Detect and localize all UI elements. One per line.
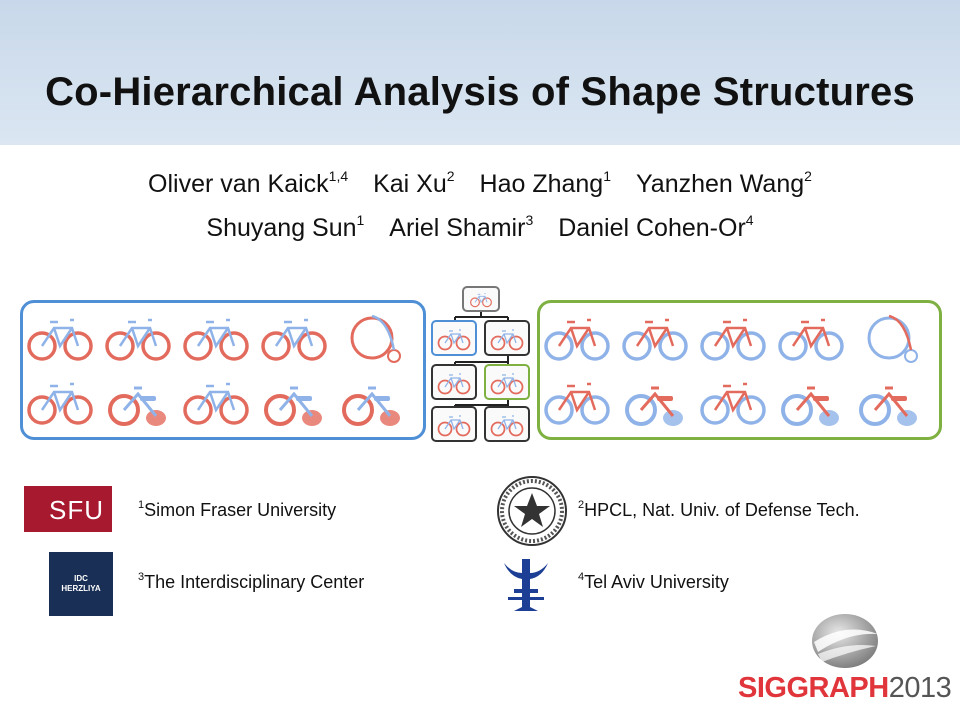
author: Hao Zhang1 <box>479 168 612 198</box>
bicycle-thumbnail <box>26 306 94 366</box>
bicycle-thumbnail <box>182 306 250 366</box>
bicycle-thumbnail <box>543 306 611 366</box>
tricycle-thumbnail <box>260 370 328 430</box>
tricycle-thumbnail <box>338 370 406 430</box>
author: Shuyang Sun1 <box>206 212 365 242</box>
bicycle-thumbnail <box>699 306 767 366</box>
title-band <box>0 0 960 145</box>
bicycle-thumbnail <box>621 306 689 366</box>
penny-farthing-thumbnail <box>338 306 406 366</box>
sfu-logo: SFU <box>24 486 112 532</box>
authors-line-2: Shuyang Sun1 Ariel Shamir3 Daniel Cohen-… <box>0 212 960 243</box>
penny-farthing-thumbnail <box>855 306 923 366</box>
bicycle-thumbnail <box>260 306 328 366</box>
bicycle-thumbnail <box>543 370 611 430</box>
left-shape-group <box>20 300 426 440</box>
hierarchy-root-node <box>462 286 500 312</box>
siggraph-orb-icon <box>812 614 878 668</box>
authors-line-1: Oliver van Kaick1,4 Kai Xu2 Hao Zhang1 Y… <box>0 168 960 199</box>
tricycle-thumbnail <box>621 370 689 430</box>
affiliation-3: 3The Interdisciplinary Center <box>138 571 365 592</box>
bicycle-thumbnail <box>26 370 94 430</box>
right-shape-group <box>537 300 942 440</box>
affiliation-4: 4Tel Aviv University <box>578 571 729 592</box>
tau-logo <box>504 559 548 611</box>
siggraph-logo-text: SIGGRAPH2013 <box>738 672 952 704</box>
bicycle-thumbnail <box>104 306 172 366</box>
hierarchy-node <box>431 320 477 356</box>
hierarchy-node <box>484 406 530 442</box>
bicycle-thumbnail <box>699 370 767 430</box>
tricycle-thumbnail <box>855 370 923 430</box>
hierarchy-node <box>484 364 530 400</box>
nudt-seal-logo <box>497 476 567 546</box>
tricycle-thumbnail <box>777 370 845 430</box>
slide-title: Co-Hierarchical Analysis of Shape Struct… <box>45 70 915 114</box>
hierarchy-node <box>431 406 477 442</box>
bicycle-thumbnail <box>777 306 845 366</box>
hierarchy-node <box>431 364 477 400</box>
author: Daniel Cohen-Or4 <box>558 212 754 242</box>
tricycle-thumbnail <box>104 370 172 430</box>
affiliation-2: 2HPCL, Nat. Univ. of Defense Tech. <box>578 499 860 520</box>
author: Ariel Shamir3 <box>389 212 534 242</box>
author: Oliver van Kaick1,4 <box>148 168 349 198</box>
author: Kai Xu2 <box>373 168 455 198</box>
author: Yanzhen Wang2 <box>635 168 812 198</box>
hierarchy-node <box>484 320 530 356</box>
affiliation-1: 1Simon Fraser University <box>138 499 337 520</box>
idc-logo: IDC HERZLIYA <box>49 552 113 616</box>
bicycle-thumbnail <box>182 370 250 430</box>
